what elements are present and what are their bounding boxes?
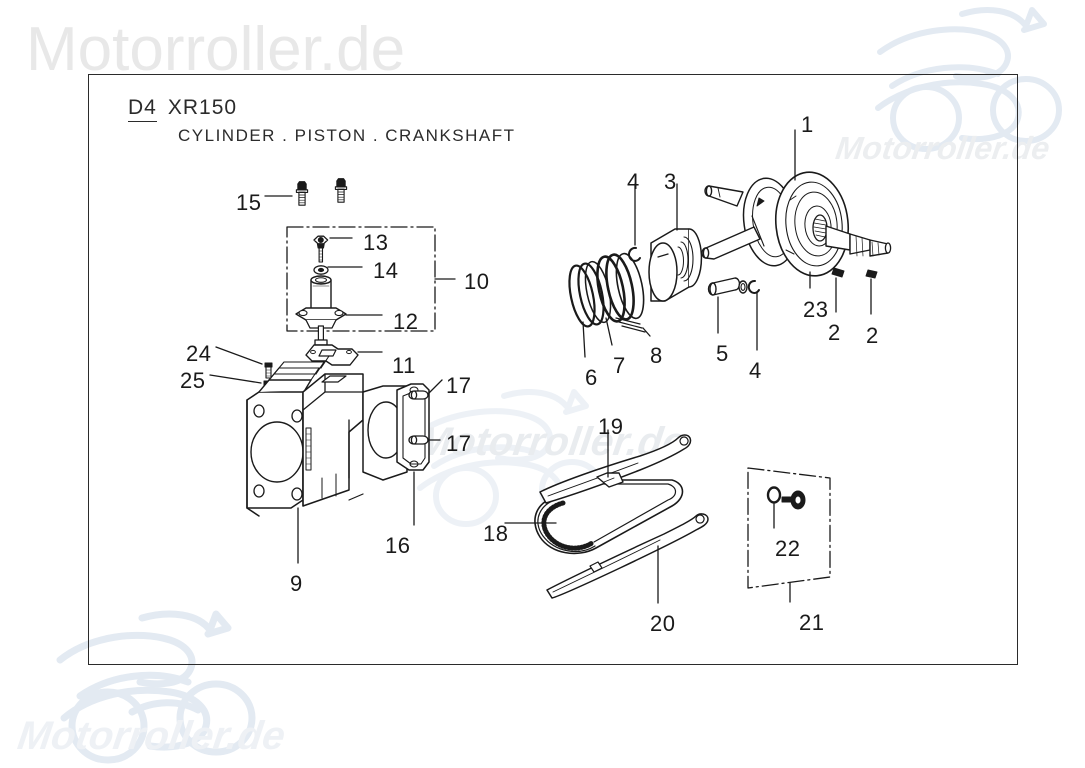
part-17-dowel-pins	[408, 380, 442, 445]
part-11-tensioner-gasket	[306, 345, 382, 365]
callout-number-chain-guide: 19	[598, 414, 624, 439]
part-13-tensioner-bolt	[314, 236, 352, 262]
callout-number-crankshaft-assembly: 1	[801, 112, 814, 137]
callout-number-flange-bolt: 15	[236, 190, 262, 215]
part-12-tensioner-body	[296, 276, 382, 345]
part-14-tensioner-washer	[314, 266, 362, 274]
diagram-frame-border	[88, 74, 1018, 665]
callout-number-piston-pin-circlip: 4	[749, 358, 762, 383]
callout-number-woodruff-key: 2	[828, 320, 841, 345]
part-19-chain-guide	[540, 430, 691, 503]
part-6-oil-ring-set	[565, 259, 615, 357]
callout-number-oring-bolt-kit: 21	[799, 610, 825, 635]
part-22-oring-and-bolt	[768, 488, 805, 529]
callout-number-stud-nut: 25	[180, 368, 206, 393]
callout-number-cylinder-stud: 24	[186, 341, 212, 366]
part-5-piston-pin	[709, 278, 748, 333]
callout-number-cylinder-gasket: 16	[385, 533, 411, 558]
callout-number-dowel-pin: 17	[446, 373, 472, 398]
callout-number-cylinder-block: 9	[290, 571, 303, 596]
callout-number-oring-and-bolt: 22	[775, 536, 801, 561]
part-4a-circlip	[629, 184, 640, 261]
part-9-cylinder-block	[247, 356, 407, 563]
part-24-cylinder-stud	[216, 347, 272, 378]
part-20-tensioner-slider	[547, 514, 708, 603]
callout-number-woodruff-key: 2	[866, 323, 879, 348]
group-box-21	[748, 468, 830, 602]
callout-number-cam-chain: 18	[483, 521, 509, 546]
group-box-10	[287, 227, 455, 331]
callout-number-tensioner-gasket: 11	[392, 353, 416, 378]
part-3-piston	[649, 184, 701, 301]
part-7-second-ring	[592, 252, 638, 345]
callout-number-piston-pin: 5	[716, 341, 729, 366]
callout-number-piston-pin-circlip: 4	[627, 169, 640, 194]
page-subtitle: CYLINDER . PISTON . CRANKSHAFT	[178, 126, 516, 145]
callout-number-tensioner-body: 12	[393, 309, 419, 334]
part-8-top-ring	[611, 251, 650, 336]
callout-number-dowel-pin: 17	[446, 431, 472, 456]
callout-number-oil-ring-set: 6	[585, 365, 598, 390]
part-4b-circlip	[749, 281, 759, 350]
callout-number-second-ring: 7	[613, 353, 626, 378]
part-2b-woodruff-key	[866, 270, 877, 314]
callout-number-tensioner-bolt: 13	[363, 230, 389, 255]
part-1-crankshaft-assembly	[702, 130, 891, 279]
callout-number-tensioner-assembly: 10	[464, 269, 490, 294]
part-18-cam-chain	[505, 480, 683, 553]
callout-number-piston: 3	[664, 169, 677, 194]
part-2a-woodruff-key	[832, 268, 844, 312]
callout-number-top-ring: 8	[650, 343, 663, 368]
title-block: D4 XR150 CYLINDER . PISTON . CRANKSHAFT	[128, 96, 516, 146]
callout-number-tensioner-slider: 20	[650, 611, 676, 636]
page-title: XR150	[167, 96, 238, 119]
part-15-flange-bolts	[265, 178, 348, 206]
page-code: D4	[128, 96, 157, 122]
callout-number-tensioner-washer: 14	[373, 258, 399, 283]
callout-number-crank-bearing: 23	[803, 297, 829, 322]
